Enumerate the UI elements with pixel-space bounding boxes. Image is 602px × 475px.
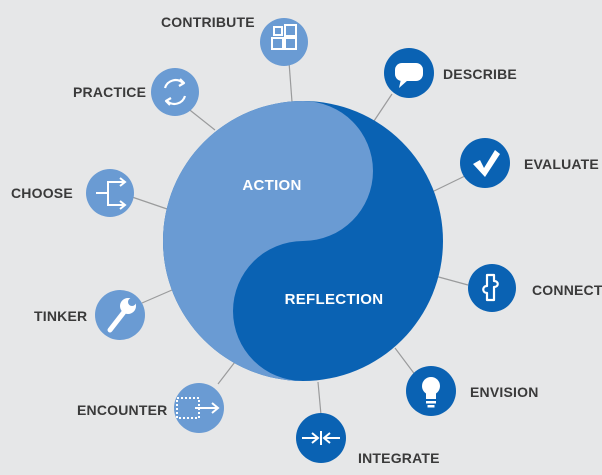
tinker-label: TINKER [34, 308, 87, 324]
dotted-box-arrow-icon [176, 397, 220, 419]
action-half [163, 101, 373, 381]
connector-connect [434, 275, 469, 286]
action-reflection-circle: ACTION REFLECTION [163, 101, 443, 381]
connector-integrate [317, 381, 322, 416]
connector-tinker [141, 289, 173, 304]
speech-bubble-icon [395, 63, 423, 88]
node-evaluate: EVALUATE [460, 138, 599, 188]
node-tinker: TINKER [34, 290, 145, 340]
evaluate-badge [460, 138, 510, 188]
practice-badge [151, 68, 199, 116]
connector-lines [131, 61, 469, 416]
connector-contribute [288, 61, 293, 103]
node-contribute: CONTRIBUTE [161, 14, 308, 66]
checkmark-icon [473, 150, 500, 177]
connector-evaluate [431, 174, 468, 193]
node-connect: CONNECT [468, 264, 602, 312]
contribute-label: CONTRIBUTE [161, 14, 255, 30]
choose-badge [86, 169, 134, 217]
grid-blocks-icon [271, 24, 297, 50]
node-encounter: ENCOUNTER [77, 383, 224, 433]
action-label: ACTION [242, 177, 301, 194]
node-describe: DESCRIBE [384, 48, 517, 98]
reflection-label: REFLECTION [285, 291, 384, 308]
converging-arrows-icon [302, 431, 340, 445]
describe-label: DESCRIBE [443, 66, 517, 82]
fork-arrow-icon [96, 177, 127, 210]
connector-practice [185, 106, 216, 131]
connector-describe [371, 93, 393, 125]
connector-envision [394, 347, 417, 377]
lightbulb-icon [422, 377, 440, 408]
node-choose: CHOOSE [11, 169, 134, 217]
choose-label: CHOOSE [11, 185, 73, 201]
node-envision: ENVISION [406, 366, 539, 416]
integrate-label: INTEGRATE [358, 450, 440, 466]
connect-badge [468, 264, 516, 312]
encounter-label: ENCOUNTER [77, 402, 167, 418]
practice-label: PRACTICE [73, 84, 146, 100]
node-practice: PRACTICE [73, 68, 199, 116]
puzzle-piece-icon [482, 273, 499, 302]
connector-choose [131, 196, 171, 211]
wrench-icon [107, 298, 136, 333]
envision-label: ENVISION [470, 384, 539, 400]
cycle-arrows-icon [163, 78, 187, 106]
evaluate-label: EVALUATE [524, 156, 599, 172]
node-integrate: INTEGRATE [296, 413, 440, 466]
connect-label: CONNECT [532, 282, 602, 298]
